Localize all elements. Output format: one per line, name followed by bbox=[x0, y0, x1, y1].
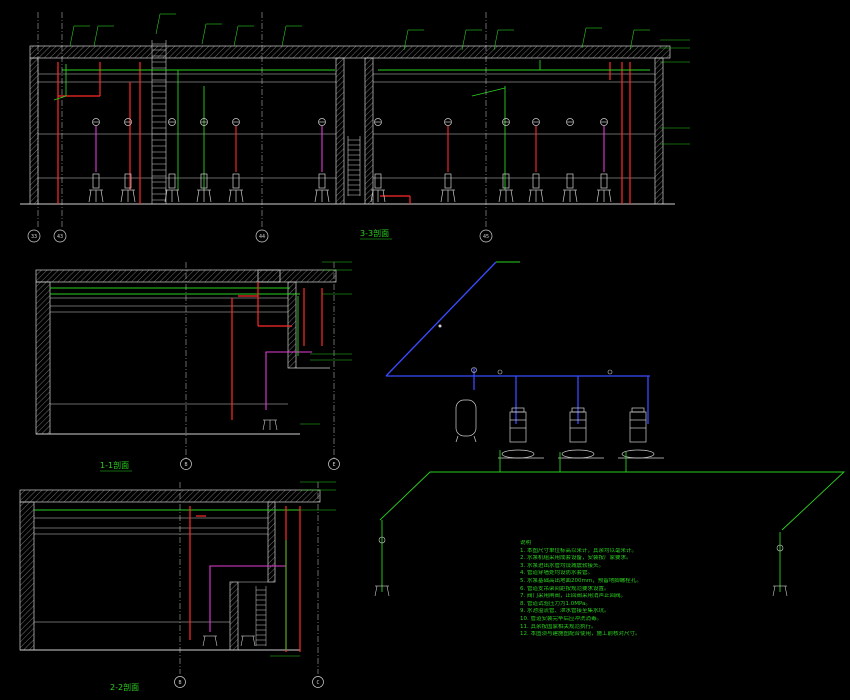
note-item: 1. 本图尺寸单位标高以米计，其余均以毫米计。 bbox=[520, 547, 637, 554]
axis-label: 45 bbox=[483, 234, 489, 240]
note-item: 8. 管道试验压力为1.0MPa。 bbox=[520, 600, 591, 607]
axis-bubbles-3-3: 33 43 44 45 bbox=[27, 229, 493, 243]
note-item: 12. 本图须与建施图配合使用，施工前核对尺寸。 bbox=[520, 631, 641, 638]
note-item: 9. 水池溢流管、泄水管接至集水坑。 bbox=[520, 608, 610, 615]
note-item: 5. 水泵基础高出地面200mm，预留地脚螺栓孔。 bbox=[520, 577, 642, 584]
axis-label: B bbox=[178, 680, 181, 686]
axis-label: B bbox=[184, 462, 187, 468]
design-notes: 说明 1. 本图尺寸单位标高以米计，其余均以毫米计。 2. 水泵机组采用成套设备… bbox=[520, 540, 840, 639]
section-title-1-1: 1-1剖面 bbox=[100, 460, 129, 470]
note-item: 4. 管道穿墙处均设防水套管。 bbox=[520, 570, 593, 577]
axis-label: 33 bbox=[31, 234, 37, 240]
note-item: 10. 管道安装完毕后应冲洗消毒。 bbox=[520, 615, 602, 622]
note-item: 2. 水泵机组采用成套设备，安装按厂家要求。 bbox=[520, 555, 632, 562]
note-item: 7. 阀门采用闸阀，止回阀采用消声止回阀。 bbox=[520, 593, 626, 600]
notes-heading: 说明 bbox=[520, 540, 532, 546]
axis-label: 44 bbox=[259, 234, 265, 240]
section-title-3-3: 3-3剖面 bbox=[360, 228, 389, 238]
note-item: 11. 其余按国家相关规范执行。 bbox=[520, 623, 597, 630]
note-item: 3. 水泵进出水管均设减震软接头。 bbox=[520, 562, 604, 569]
axis-label: C bbox=[316, 680, 319, 686]
pump-system-isometric bbox=[374, 261, 846, 597]
axis-label: 43 bbox=[57, 234, 63, 240]
axis-label: E bbox=[332, 462, 335, 468]
section-title-2-2: 2-2剖面 bbox=[110, 682, 139, 692]
section-1-1: B E 1-1剖面 bbox=[35, 261, 352, 472]
section-2-2: B C 2-2剖面 bbox=[19, 481, 336, 692]
note-item: 6. 管道支吊架间距按规范要求设置。 bbox=[520, 585, 610, 592]
section-3-3: 33 43 44 45 3-3剖面 bbox=[20, 12, 690, 243]
